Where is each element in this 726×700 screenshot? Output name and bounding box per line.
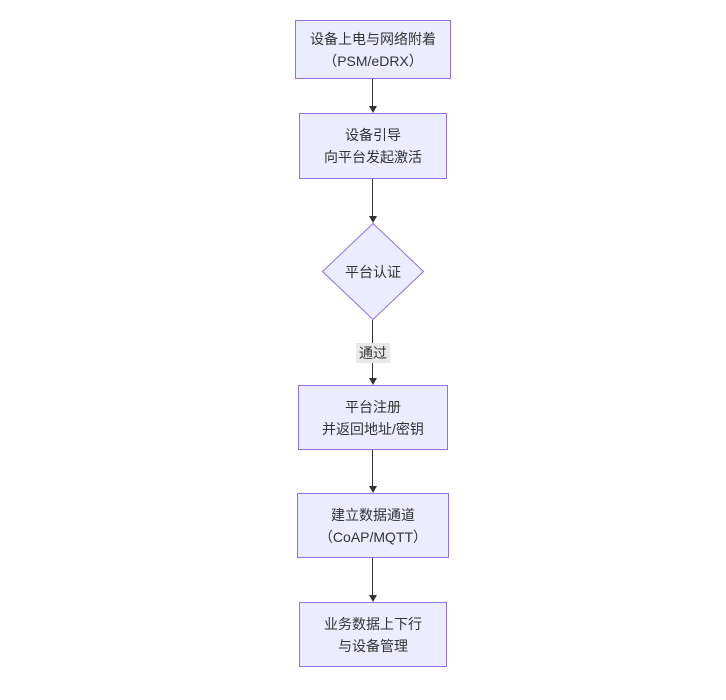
node-label-line: 并返回地址/密钥 xyxy=(322,420,424,437)
node-label-line: 向平台发起激活 xyxy=(324,149,422,165)
node-label-line: 平台注册 xyxy=(345,398,401,415)
node-label-line: 业务数据上下行 xyxy=(324,615,422,632)
flow-node-device-bootstrap: 设备引导 向平台发起激活 xyxy=(299,113,447,179)
node-label-line: 平台认证 xyxy=(345,263,401,280)
edge-line-0 xyxy=(372,79,373,107)
node-label-line: 设备上电与网络附着 xyxy=(310,30,436,47)
edge-label-pass: 通过 xyxy=(356,343,390,363)
edge-line-1 xyxy=(372,179,373,217)
arrowhead-down-icon xyxy=(369,106,377,113)
node-label-line: 建立数据通道 xyxy=(331,506,415,523)
arrowhead-down-icon xyxy=(369,378,377,385)
node-label-line: 设备引导 xyxy=(345,127,401,143)
diamond-shape xyxy=(322,223,424,320)
edge-line-4 xyxy=(372,558,373,595)
flow-node-business-data: 业务数据上下行 与设备管理 xyxy=(299,602,447,667)
arrowhead-down-icon xyxy=(369,486,377,493)
arrowhead-down-icon xyxy=(369,216,377,223)
arrowhead-down-icon xyxy=(369,595,377,602)
node-label-line: （PSM/eDRX） xyxy=(323,52,423,69)
node-label-line: 与设备管理 xyxy=(338,637,408,654)
decision-node-platform-auth: 平台认证 xyxy=(322,223,424,320)
edge-line-3 xyxy=(372,450,373,487)
node-label-line: （CoAP/MQTT） xyxy=(318,528,428,545)
flow-node-data-channel: 建立数据通道 （CoAP/MQTT） xyxy=(297,493,449,558)
flow-node-platform-register: 平台注册 并返回地址/密钥 xyxy=(298,385,448,450)
flow-node-power-attach: 设备上电与网络附着 （PSM/eDRX） xyxy=(295,20,451,79)
